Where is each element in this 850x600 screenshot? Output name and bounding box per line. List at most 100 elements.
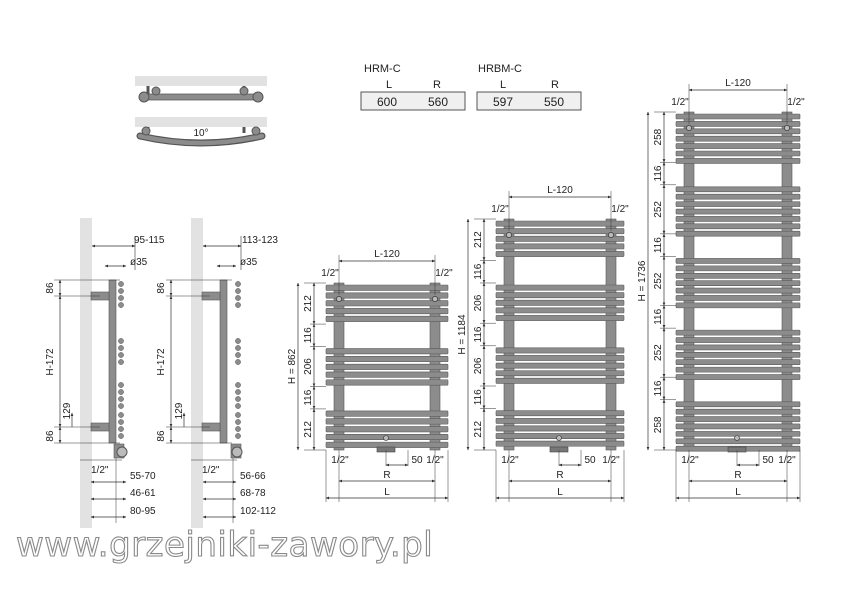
heating-bar (675, 287, 801, 294)
segment-label: 258 (653, 416, 664, 433)
heating-bar (495, 370, 625, 377)
col-r-hrbm: R (551, 79, 559, 91)
bar-end (235, 382, 241, 388)
watermark-url: www.grzejniki-zawory.pl (16, 525, 433, 565)
dim-pipe-diameter: ø35 (240, 257, 258, 268)
r-label: R (734, 470, 741, 481)
bar-end (235, 419, 241, 425)
dim-d3: 102-112 (240, 506, 276, 517)
bar-end (235, 352, 241, 358)
bar-end (118, 382, 124, 388)
heating-bar (495, 347, 625, 354)
l-label: L (384, 487, 390, 498)
bar-end (235, 403, 241, 409)
total-height-label: H = 862 (287, 348, 298, 384)
top-valve-right (608, 232, 614, 238)
conn-bottom-right: 1/2" (778, 455, 796, 466)
bar-end (118, 338, 124, 344)
bar-end (118, 359, 124, 365)
heating-bar (675, 150, 801, 157)
bar-end (118, 345, 124, 351)
heating-bar (675, 186, 801, 193)
segment-label: 116 (653, 237, 664, 253)
heating-bar (675, 359, 801, 366)
conn-top-right: 1/2" (611, 204, 629, 215)
heating-bar (495, 440, 625, 447)
conn-top-right: 1/2" (787, 97, 805, 108)
heating-bar (675, 352, 801, 358)
heating-bar (675, 113, 801, 120)
bar-end (118, 352, 124, 358)
conn-top-left: 1/2" (491, 204, 509, 215)
heating-bar (495, 299, 625, 306)
bar-end (235, 389, 241, 395)
bar-end (118, 433, 124, 439)
l-label: L (557, 487, 563, 498)
dim-bottom-86: 86 (45, 430, 56, 442)
heating-bar (325, 348, 449, 355)
bottom-valve-port (556, 435, 562, 441)
heating-bar (675, 230, 801, 237)
bar-ends (235, 281, 241, 439)
value-box-hrbm (476, 91, 582, 111)
bar-end (235, 302, 241, 308)
dim-top-86: 86 (45, 282, 56, 294)
heating-bar (675, 143, 801, 149)
heating-bar (675, 135, 801, 142)
model-name-hrm: HRM-C (364, 63, 401, 75)
segment-label: 116 (473, 263, 484, 279)
heating-bar (325, 410, 449, 417)
heating-bar (495, 228, 625, 235)
conn-bottom-right: 1/2" (602, 455, 620, 466)
segment-label: 116 (653, 165, 664, 181)
heating-bar (495, 362, 625, 369)
heating-bar (675, 329, 801, 336)
heating-bar (675, 158, 801, 164)
heating-bar (495, 410, 625, 417)
heating-bar (325, 371, 449, 378)
total-height-label: H = 1184 (457, 314, 468, 355)
heating-bar (495, 307, 625, 314)
bar-ends (118, 281, 124, 439)
segment-label: 116 (303, 389, 314, 405)
bar-end (118, 302, 124, 308)
heating-bar (675, 280, 801, 286)
heating-bar (675, 337, 801, 343)
heating-bar (675, 201, 801, 207)
heating-bar (495, 355, 625, 361)
conn-top-right: 1/2" (435, 268, 453, 279)
bar-end (118, 403, 124, 409)
bottom-valve-port (383, 435, 389, 441)
model-name-hrbm: HRBM-C (478, 63, 522, 75)
heating-bar (325, 426, 449, 433)
bar-end (235, 281, 241, 287)
segment-label: 116 (473, 389, 484, 405)
bar-end (118, 389, 124, 395)
heating-bar (675, 374, 801, 380)
bar-end (118, 412, 124, 418)
dim-top-width: L-120 (725, 78, 751, 89)
total-height-label: H = 1736 (637, 260, 648, 301)
dim-d1: 55-70 (130, 471, 156, 482)
dim-d3: 80-95 (130, 506, 156, 517)
col-l-hrm: L (386, 79, 392, 91)
bar-end (118, 396, 124, 402)
value-l-hrm: 600 (377, 95, 397, 109)
offset-label: 50 (584, 455, 596, 466)
front-view-h1736: L-1201/2"1/2"258116252116252116252116258… (637, 78, 805, 502)
top-valve-left (336, 296, 342, 302)
heating-bar (325, 379, 449, 386)
conn-bottom-right: 1/2" (426, 455, 444, 466)
bar-end (235, 433, 241, 439)
top-valve-left (686, 125, 692, 131)
heating-bar (675, 366, 801, 373)
dim-height-minus: H-172 (156, 348, 167, 376)
heating-bar (675, 216, 801, 222)
col-l-hrbm: L (500, 79, 506, 91)
top-valve-left (506, 232, 512, 238)
bar-end (118, 281, 124, 287)
heating-bar (495, 315, 625, 321)
bar-end (118, 295, 124, 301)
